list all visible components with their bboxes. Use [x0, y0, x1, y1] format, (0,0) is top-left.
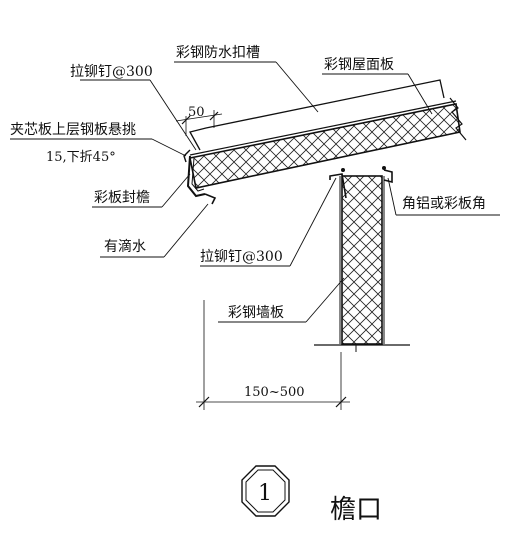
label-corner: 角铝或彩板角	[402, 196, 486, 212]
dimension-overhang: 50	[175, 105, 223, 136]
label-wall-panel: 彩钢墙板	[228, 305, 284, 321]
label-overhang-line2: 15,下折45°	[46, 150, 116, 165]
leader-wall-panel: 彩钢墙板	[218, 277, 345, 323]
leader-drip: 有滴水	[100, 203, 209, 258]
dimension-width: 150~500	[196, 300, 350, 410]
detail-number: 1	[258, 481, 272, 506]
label-roof-panel: 彩钢屋面板	[324, 57, 394, 73]
leader-overhang: 夹芯板上层钢板悬挑 15,下折45°	[10, 122, 187, 165]
label-eave-seal: 彩板封檐	[94, 190, 150, 206]
leader-rivet-mid: 拉铆钉@300	[200, 177, 337, 267]
corner-angle	[329, 166, 393, 199]
leader-roof-panel: 彩钢屋面板	[322, 57, 433, 115]
leader-eave-seal: 彩板封檐	[92, 173, 191, 208]
dim-50-label: 50	[188, 105, 205, 120]
label-rivet-top: 拉铆钉@300	[70, 64, 153, 80]
label-rivet-mid: 拉铆钉@300	[200, 249, 283, 265]
leader-gutter: 彩钢防水扣槽	[174, 45, 319, 113]
detail-number-octagon	[241, 465, 290, 517]
detail-title: 1 檐口	[241, 465, 382, 525]
dim-range-label: 150~500	[244, 385, 305, 400]
label-drip: 有滴水	[104, 238, 146, 255]
label-gutter: 彩钢防水扣槽	[176, 45, 260, 61]
detail-name: 檐口	[330, 495, 382, 525]
label-overhang-line1: 夹芯板上层钢板悬挑	[10, 122, 136, 138]
leader-rivet-top: 拉铆钉@300	[70, 64, 197, 151]
eave-seal-flashing	[183, 149, 217, 205]
leader-corner: 角铝或彩板角	[387, 177, 500, 216]
roof-break-symbol	[449, 97, 467, 141]
roof-panel	[189, 79, 461, 189]
wall-panel	[339, 175, 385, 345]
